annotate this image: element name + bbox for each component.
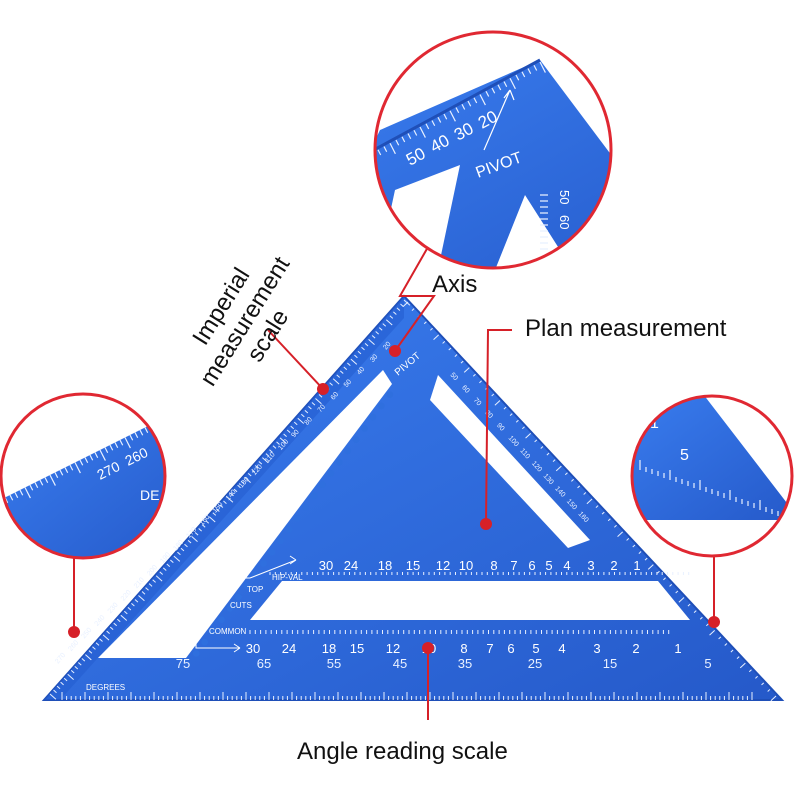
zoom-top-side-number: 60	[557, 215, 572, 229]
top-label: TOP	[247, 585, 263, 594]
axis-dot	[389, 345, 401, 357]
zoom-left-degrees: DE	[140, 487, 159, 503]
degrees-label: DEGREES	[86, 683, 125, 692]
hip-val-number: 24	[344, 558, 358, 573]
degree-number: 25	[528, 656, 542, 671]
zoom-right-square	[632, 396, 792, 520]
hip-val-number: 2	[610, 558, 617, 573]
hip-val-number: 5	[545, 558, 552, 573]
degree-number: 35	[458, 656, 472, 671]
right-edge-number: 60	[460, 384, 470, 395]
zoom-left-square	[1, 400, 165, 558]
hip-val-arrow	[231, 555, 297, 596]
imperial-dot	[317, 383, 329, 395]
hip-val-number: 12	[436, 558, 450, 573]
left-edge-dot	[68, 626, 80, 638]
common-number: 3	[593, 641, 600, 656]
zoom-top-side-number: 50	[557, 190, 572, 204]
hip-val-label: HIP-VAL	[272, 573, 303, 582]
right-edge-dot	[708, 616, 720, 628]
hip-val-number: 4	[563, 558, 570, 573]
scale-ticks	[49, 299, 777, 702]
common-number: 30	[246, 641, 260, 656]
callout-dots	[68, 345, 720, 654]
right-edge-number: 70	[472, 397, 482, 408]
common-arrow	[195, 630, 241, 653]
plan-measurement-label: Plan measurement	[525, 315, 727, 342]
right-edge-number: 80	[483, 410, 493, 421]
zoom-right-num-1: 1	[650, 415, 659, 432]
cuts-label: CUTS	[230, 601, 252, 610]
callout-lines	[73, 239, 715, 720]
common-number: 24	[282, 641, 296, 656]
common-number: 7	[486, 641, 493, 656]
hypotenuse-number: 30	[369, 353, 379, 364]
hypotenuse-number: 270	[54, 652, 67, 665]
axis-label: Axis	[432, 271, 478, 298]
common-label: COMMON	[209, 627, 247, 636]
right-edge-number: 90	[495, 422, 505, 433]
hip-val-number: 15	[406, 558, 420, 573]
degree-number: 75	[176, 656, 190, 671]
common-number: 18	[322, 641, 336, 656]
hypotenuse-number: 240	[94, 614, 107, 627]
hip-val-number: 1	[633, 558, 640, 573]
hypotenuse-number: 220	[120, 589, 133, 602]
right-edge-number: 50	[449, 372, 459, 383]
hip-val-number: 6	[528, 558, 535, 573]
hypotenuse-number: 50	[343, 378, 353, 389]
hip-val-number: 30	[319, 558, 333, 573]
common-number: 12	[386, 641, 400, 656]
degree-number: 65	[257, 656, 271, 671]
hypotenuse-number: 40	[356, 366, 366, 377]
hip-val-number: 10	[459, 558, 473, 573]
hip-val-number: 18	[378, 558, 392, 573]
hip-val-number: 3	[587, 558, 594, 573]
degree-number: 45	[393, 656, 407, 671]
common-number: 4	[558, 641, 565, 656]
angle-reading-scale-label: Angle reading scale	[297, 738, 508, 765]
common-number: 1	[674, 641, 681, 656]
cutout-teeth	[192, 391, 394, 657]
common-number: 5	[532, 641, 539, 656]
degree-number: 15	[603, 656, 617, 671]
right-cutout	[430, 375, 590, 548]
common-number: 2	[632, 641, 639, 656]
common-number: 8	[460, 641, 467, 656]
hip-val-number: 8	[490, 558, 497, 573]
square-lip	[44, 296, 404, 700]
degree-number: 5	[704, 656, 711, 671]
hypotenuse-number: 60	[330, 391, 340, 402]
zoom-right: 1 5	[630, 394, 794, 558]
left-cutout	[98, 370, 392, 658]
zoom-right-num-5: 5	[680, 447, 689, 464]
hypotenuse-number: 260	[67, 639, 80, 652]
bottom-cutout	[250, 581, 690, 620]
angle-dot	[422, 642, 434, 654]
hypotenuse-number: 80	[304, 416, 314, 427]
hypotenuse-number: 70	[317, 404, 327, 415]
common-number: 6	[507, 641, 514, 656]
hypotenuse-number: 90	[290, 429, 300, 440]
common-number: 15	[350, 641, 364, 656]
hip-val-number: 7	[510, 558, 517, 573]
hypotenuse-number: 250	[80, 627, 93, 640]
degree-number: 55	[327, 656, 341, 671]
plan-dot	[480, 518, 492, 530]
degree-row: 75 65 55 45 35 25 15 5	[176, 656, 712, 671]
hypotenuse-number: 230	[107, 602, 120, 615]
hypotenuse-number: 20	[382, 341, 392, 352]
